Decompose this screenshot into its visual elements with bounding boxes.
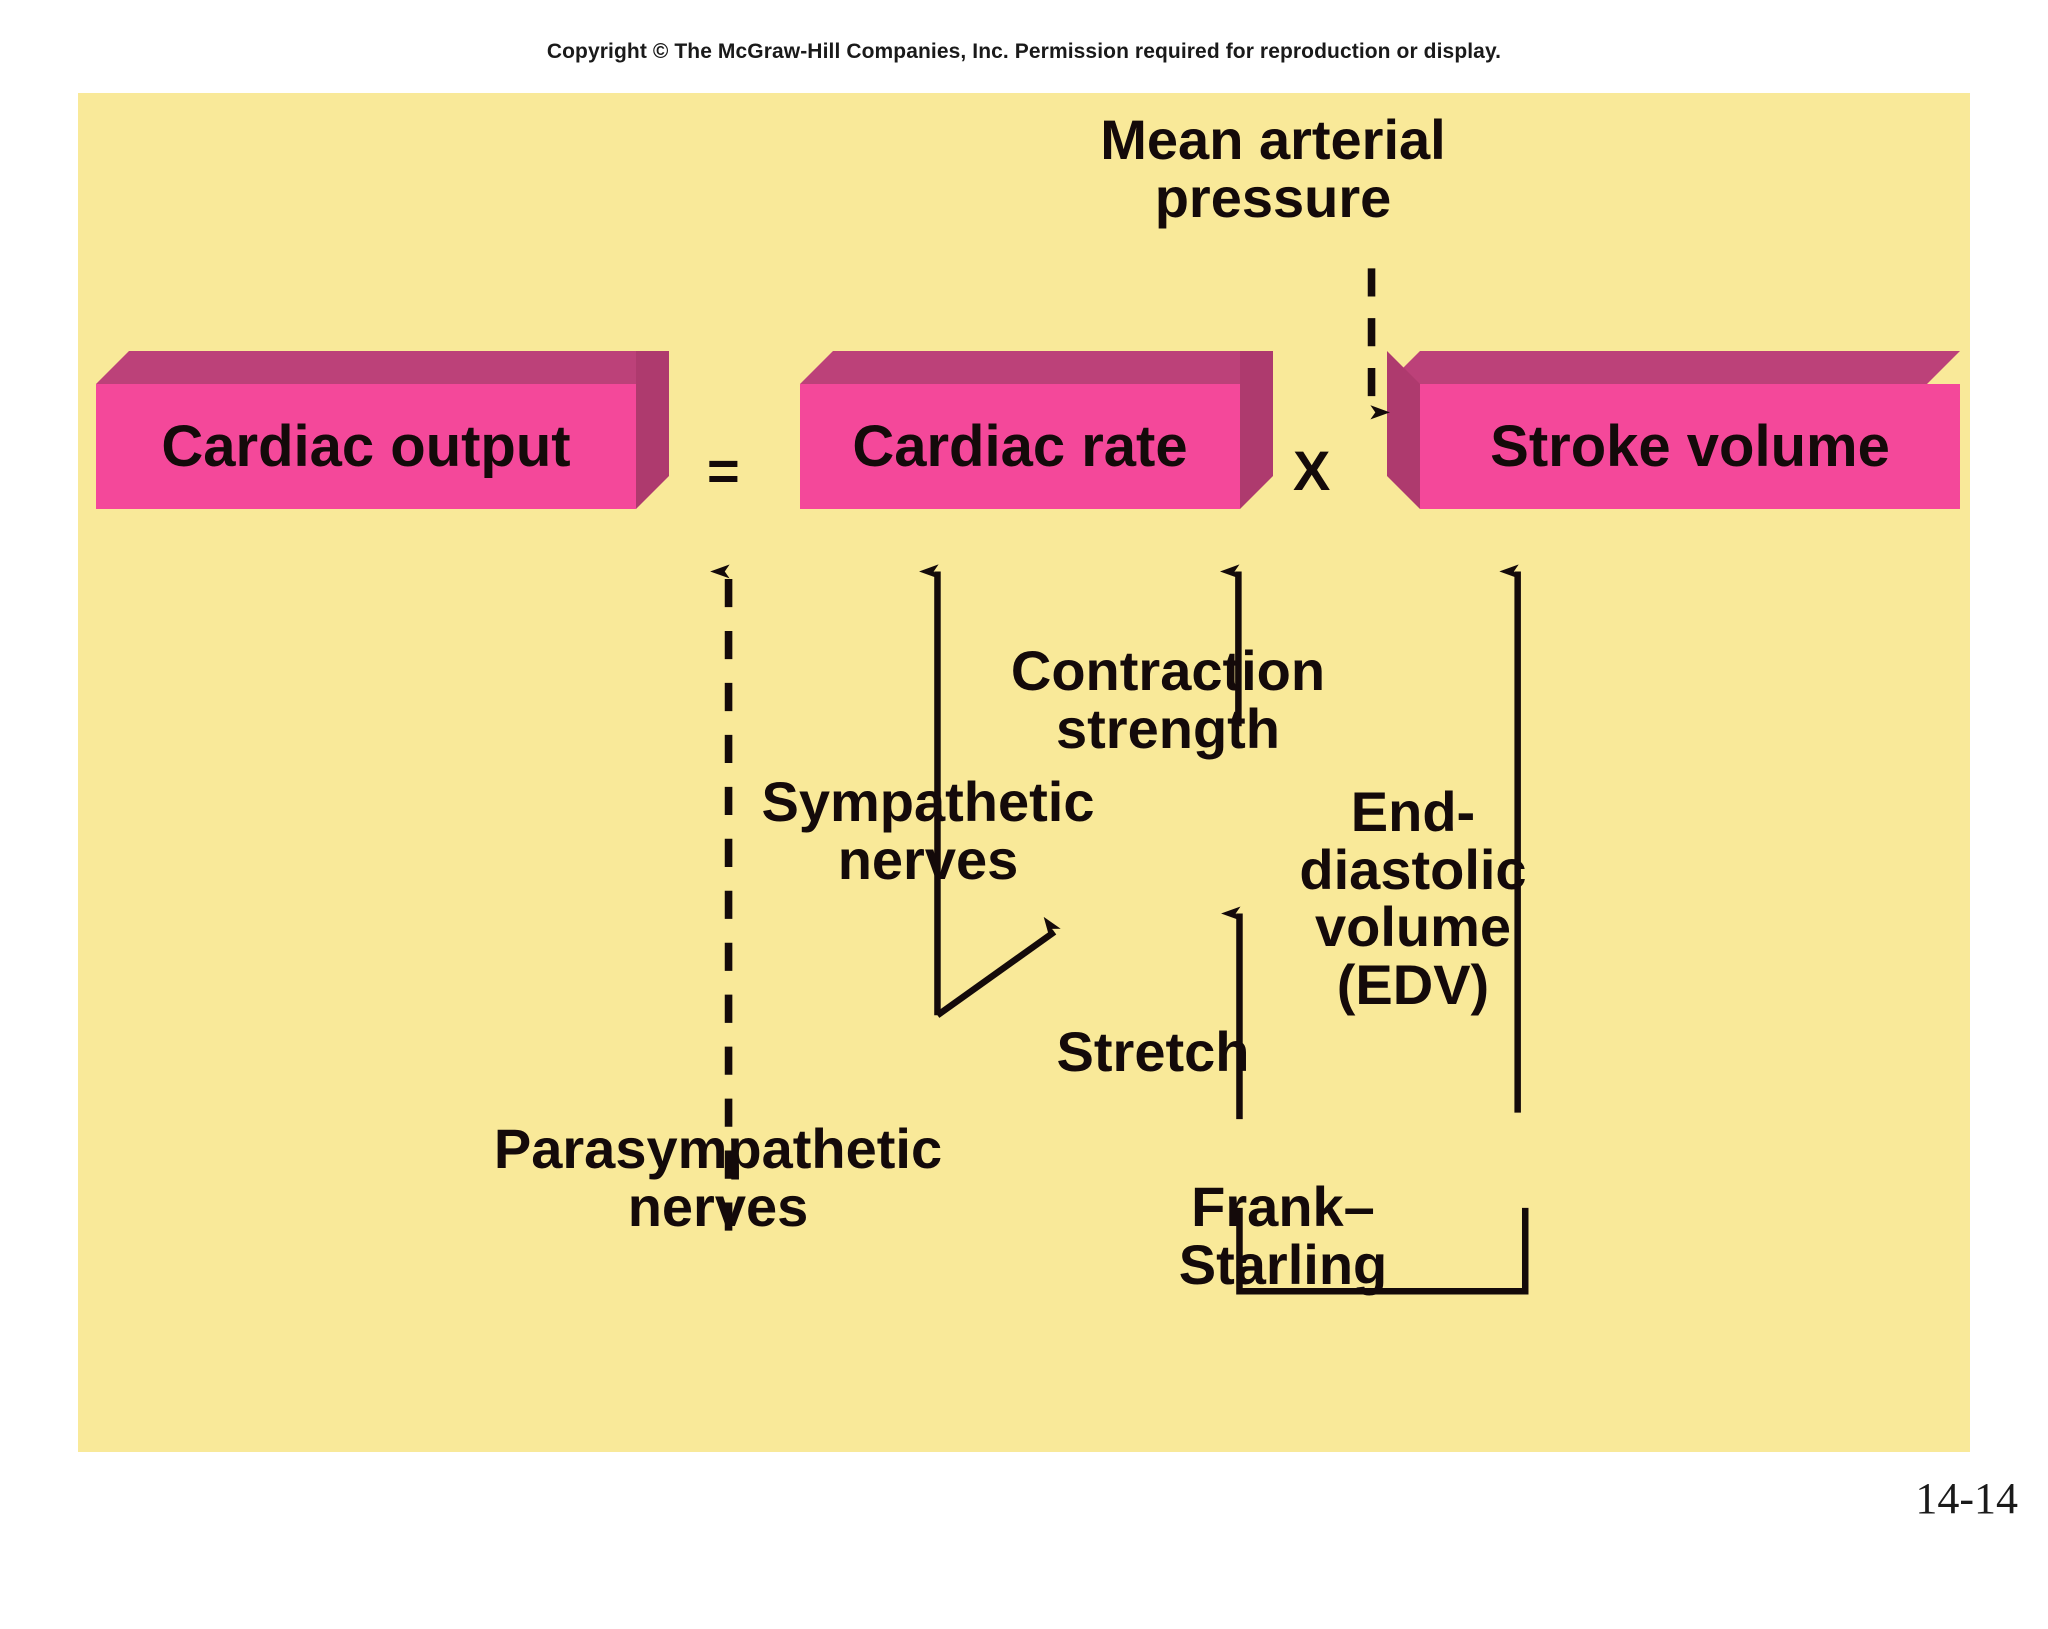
arrow-sympathetic-to-contraction-strength xyxy=(935,916,1061,1018)
box-cardiac-output-label: Cardiac output xyxy=(161,414,571,479)
label-sympathetic-nerves: Sympathetic nerves xyxy=(761,770,1095,891)
box-cardiac-rate-label: Cardiac rate xyxy=(852,414,1188,479)
page-number: 14-14 xyxy=(1915,1474,2018,1523)
box-stroke-volume-top-bevel xyxy=(1387,351,1960,384)
label-parasympathetic-nerves: Parasympathetic nerves xyxy=(493,1117,943,1238)
label-contraction-strength: Contraction strength xyxy=(1010,639,1326,760)
box-stroke-volume: Stroke volume xyxy=(1387,351,1960,509)
box-cardiac-rate-side-bevel xyxy=(1240,351,1273,509)
label-mean-arterial-pressure: Mean arterial pressure xyxy=(1100,108,1446,229)
label-end-diastolic-volume: End- diastolic volume (EDV) xyxy=(1299,780,1527,1017)
box-stroke-volume-face xyxy=(1420,384,1960,509)
box-stroke-volume-label: Stroke volume xyxy=(1490,414,1890,479)
diagram-panel: Mean arterial pressure Cardiac output = … xyxy=(78,93,1970,1452)
label-frank-starling: Frank–Starling xyxy=(1178,1175,1388,1296)
label-stretch: Stretch xyxy=(1056,1020,1250,1083)
box-cardiac-output-top-bevel xyxy=(96,351,636,384)
operator-times: X xyxy=(1293,439,1331,502)
box-cardiac-output-face xyxy=(96,384,636,509)
box-cardiac-rate-top-bevel xyxy=(800,351,1240,384)
box-cardiac-output-side-bevel xyxy=(636,351,669,509)
slide-canvas: Copyright © The McGraw-Hill Companies, I… xyxy=(78,40,2018,1523)
copyright-notice: Copyright © The McGraw-Hill Companies, I… xyxy=(546,40,1502,63)
box-cardiac-rate: Cardiac rate xyxy=(800,351,1273,509)
box-cardiac-output: Cardiac output xyxy=(96,351,669,509)
operator-equals: = xyxy=(707,439,740,502)
box-cardiac-rate-face xyxy=(800,384,1240,509)
